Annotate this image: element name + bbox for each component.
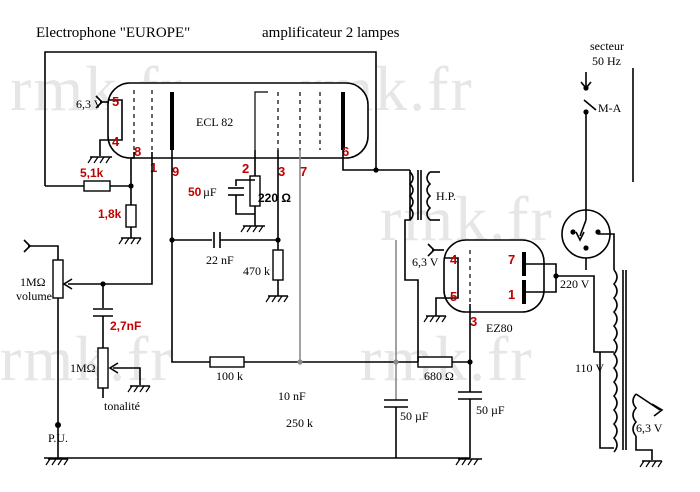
ez80-pin-5: 5 (450, 289, 457, 304)
heater-arrow-icon (95, 95, 104, 109)
power-switch (583, 99, 597, 111)
transformer-6v3: 6,3 V (636, 421, 663, 435)
ecl82-envelope (107, 82, 369, 159)
plug-arrow-icon (580, 81, 592, 90)
volume-label: volume (16, 289, 52, 303)
ecl82-pin-8: 8 (134, 144, 141, 159)
capacitor-50uf-b-label: 50 µF (476, 403, 505, 417)
capacitor-22nf-label: 22 nF (206, 253, 234, 267)
ez80-pin-3: 3 (470, 314, 477, 329)
watermark-text-row-3: rmk.fr (0, 323, 174, 394)
resistor-220-label: 220 Ω (258, 191, 291, 205)
capacitor-50uf-cathode-unit: µF (203, 185, 217, 199)
diagram-title: Electrophone "EUROPE" (36, 25, 190, 41)
switch-label: M-A (598, 101, 622, 115)
tone-control: 2,7nF 1MΩ tonalité (70, 284, 151, 413)
ez80-tube: EZ80 (443, 239, 545, 335)
ez80-pin-7: 7 (508, 252, 515, 267)
resistor-100k (209, 356, 245, 368)
feedback-loop-wire (44, 51, 377, 186)
ecl82-pentode-cathode (254, 91, 268, 150)
ez80-label: EZ80 (486, 321, 513, 335)
capacitor-50uf-a-label: 50 µF (400, 409, 429, 423)
pentode-plate-wire (342, 150, 410, 171)
mains-label: secteur (590, 39, 624, 53)
volume-top-arrow-icon (23, 239, 32, 253)
resistor-680 (417, 356, 453, 368)
ez80-heater-arrow-icon (427, 243, 436, 257)
resistor-680-label: 680 Ω (424, 369, 454, 383)
ecl82-heater-ground (87, 139, 112, 164)
grid-wire (103, 152, 153, 285)
ez80-pin-4: 4 (450, 252, 458, 267)
ecl82-label: ECL 82 (196, 115, 233, 129)
capacitor-50uf-cathode-value: 50 (188, 185, 202, 199)
selector-arrow-icon (575, 231, 585, 242)
ecl82-heater (108, 99, 123, 141)
triode-plate-wire (171, 150, 210, 363)
label-250k: 250 k (286, 416, 313, 430)
resistor-5k1 (83, 180, 111, 192)
cathode-wire (130, 152, 135, 205)
ez80-heater-voltage: 6,3 V (412, 255, 439, 269)
ecl82-pin-3: 3 (278, 164, 285, 179)
tone-value: 1MΩ (70, 361, 96, 375)
volume-wiper-arrow-icon (62, 278, 73, 290)
transformer-110v: 110 V (575, 361, 604, 375)
ecl82-pin-4: 4 (112, 134, 120, 149)
resistor-5k1-label: 5,1k (80, 166, 104, 180)
ez80-envelope (443, 239, 545, 313)
volume-value: 1MΩ (20, 275, 46, 289)
resistor-1k8-label: 1,8k (98, 207, 122, 221)
ecl82-pin-6: 6 (342, 144, 349, 159)
label-10nf: 10 nF (278, 389, 306, 403)
ecl82-pin-1: 1 (150, 160, 157, 175)
transformer-arrow-icon (651, 403, 664, 417)
potentiometer-tone (97, 347, 109, 389)
ecl82-pins: 6,3 V 5 4 8 1 9 2 3 7 6 (76, 94, 349, 179)
speaker-label: H.P. (436, 189, 456, 203)
ez80-pin-1: 1 (508, 287, 515, 302)
potentiometer-volume (52, 259, 64, 299)
resistor-470k (272, 249, 284, 281)
volume-control: 1MΩ volume P.U. (16, 239, 103, 458)
power-transformer: 110 V 6,3 V (575, 269, 664, 468)
ez80-heater (444, 257, 459, 299)
ecl82-pin-2: 2 (242, 161, 249, 176)
ecl82-tube: ECL 82 (107, 82, 369, 159)
tone-label: tonalité (104, 399, 140, 413)
diagram-subtitle: amplificateur 2 lampes (262, 25, 400, 41)
resistor-1k8 (125, 204, 137, 228)
transformer-220v: 220 V (560, 277, 590, 291)
tone-wiper-arrow-icon (108, 362, 119, 374)
output-transformer: H.P. (408, 170, 456, 221)
ecl82-pin-7: 7 (300, 164, 307, 179)
ecl82-pin-5: 5 (112, 94, 119, 109)
ecl82-pin-9: 9 (172, 164, 179, 179)
resistor-470k-label: 470 k (243, 264, 270, 278)
capacitor-2n7-label: 2,7nF (110, 319, 141, 333)
resistor-100k-label: 100 k (216, 369, 243, 383)
mains-frequency: 50 Hz (592, 54, 621, 68)
